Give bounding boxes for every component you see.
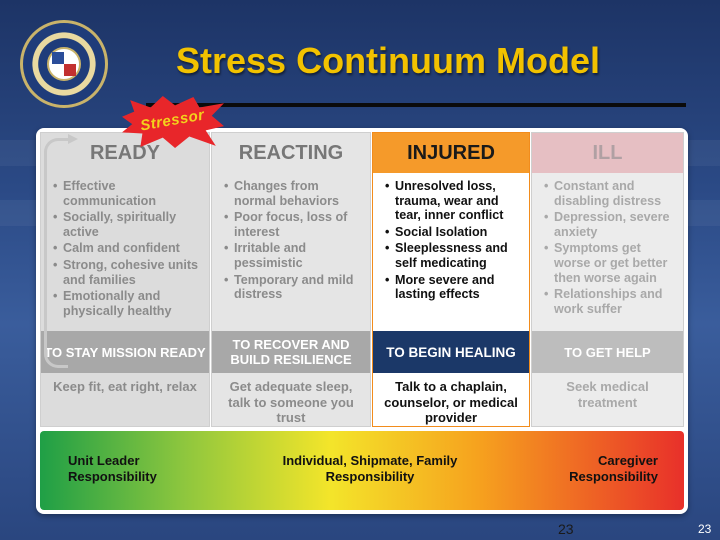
column-advice: Keep fit, eat right, relax	[53, 379, 197, 394]
column-injured: INJURED Unresolved loss, trauma, wear an…	[372, 132, 530, 427]
responsibility-gradient-bar: Unit Leader Responsibility Individual, S…	[40, 431, 684, 510]
column-ready: READY Effective communication Socially, …	[40, 132, 210, 427]
shared-responsibility: Individual, Shipmate, Family Responsibil…	[282, 453, 458, 484]
bullet-item: Irritable and pessimistic	[224, 241, 364, 270]
bullet-item: Strong, cohesive units and families	[53, 258, 203, 287]
column-bullets: Changes from normal behaviors Poor focus…	[212, 175, 370, 304]
slide-title: Stress Continuum Model	[176, 40, 601, 81]
caregiver-responsibility: Caregiver Responsibility	[569, 453, 658, 484]
column-title: READY	[89, 142, 160, 164]
column-advice: Seek medical treatment	[566, 379, 649, 410]
bullet-item: Poor focus, loss of interest	[224, 210, 364, 239]
bullet-item: Depression, severe anxiety	[544, 210, 677, 239]
bullet-item: Social Isolation	[385, 225, 523, 240]
unit-leader-responsibility: Unit Leader Responsibility	[68, 453, 157, 484]
seal-emblem-icon	[47, 47, 81, 81]
column-bullets: Effective communication Socially, spirit…	[41, 175, 209, 320]
bullet-item: Temporary and mild distress	[224, 273, 364, 302]
bullet-item: Symptoms get worse or get better then wo…	[544, 241, 677, 285]
bullet-item: Sleeplessness and self medicating	[385, 241, 523, 270]
bullet-item: Relationships and work suffer	[544, 287, 677, 316]
continuum-card: READY Effective communication Socially, …	[36, 128, 688, 514]
navy-seal-logo	[20, 20, 108, 108]
column-title: ILL	[532, 133, 683, 173]
column-reacting: REACTING Changes from normal behaviors P…	[211, 132, 371, 427]
title-divider	[146, 103, 686, 107]
column-bullets: Unresolved loss, trauma, wear and tear, …	[373, 175, 529, 304]
column-advice: Get adequate sleep, talk to someone you …	[228, 379, 354, 425]
column-goal-band: TO GET HELP	[532, 331, 683, 373]
column-goal-band: TO STAY MISSION READY	[41, 331, 209, 373]
page-number: 23	[558, 521, 574, 537]
column-title: REACTING	[238, 142, 344, 164]
bullet-item: Constant and disabling distress	[544, 179, 677, 208]
bullet-item: Effective communication	[53, 179, 203, 208]
column-goal-band: TO BEGIN HEALING	[373, 331, 529, 373]
column-bullets: Constant and disabling distress Depressi…	[532, 175, 683, 318]
bullet-item: Calm and confident	[53, 241, 203, 256]
cycle-arrow-icon	[44, 134, 78, 368]
column-goal-band: TO RECOVER AND BUILD RESILIENCE	[212, 331, 370, 373]
bullet-item: Changes from normal behaviors	[224, 179, 364, 208]
bullet-item: Socially, spiritually active	[53, 210, 203, 239]
bullet-item: Unresolved loss, trauma, wear and tear, …	[385, 179, 523, 223]
column-advice: Talk to a chaplain, counselor, or medica…	[384, 379, 518, 425]
column-title: INJURED	[373, 133, 529, 173]
corner-page-number: 23	[698, 522, 712, 536]
bullet-item: More severe and lasting effects	[385, 273, 523, 302]
column-ill: ILL Constant and disabling distress Depr…	[531, 132, 684, 427]
bullet-item: Emotionally and physically healthy	[53, 289, 203, 318]
